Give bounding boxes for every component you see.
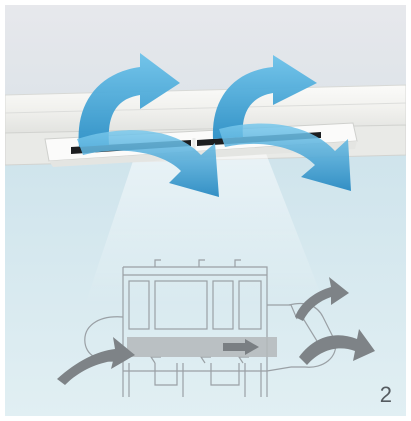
wall (5, 5, 406, 100)
step-number: 2 (380, 382, 392, 408)
illustration (5, 5, 406, 416)
figure-frame: 2 (5, 5, 406, 416)
